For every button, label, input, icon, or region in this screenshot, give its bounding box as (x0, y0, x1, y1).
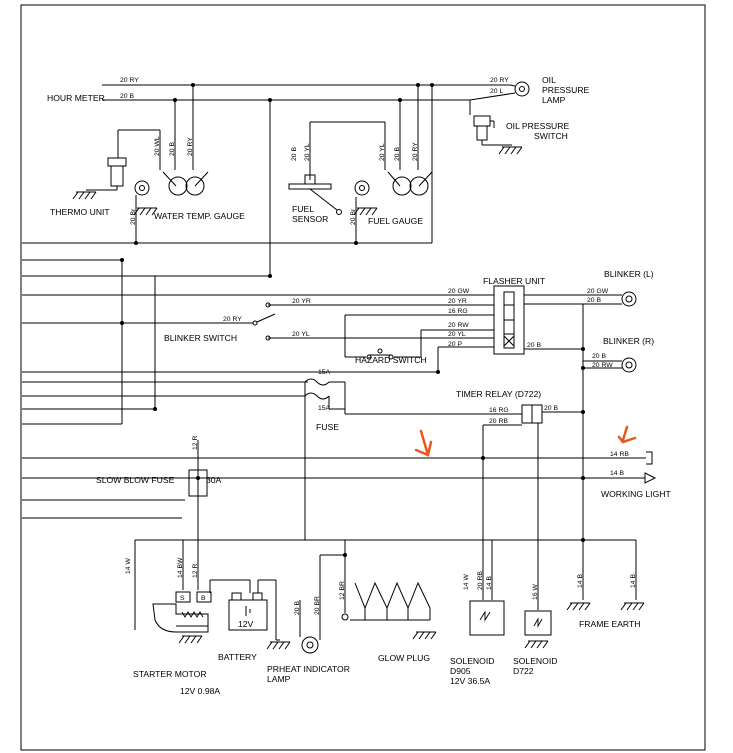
starter-motor-label: STARTER MOTOR (133, 669, 207, 679)
wire-label: 20 BR (314, 596, 321, 615)
solenoid-d905-label-1: SOLENOID (450, 656, 494, 666)
wire-label: 16 RG (489, 407, 509, 414)
hour-meter-label: HOUR METER (47, 93, 105, 103)
wire-label: 20 B (294, 601, 301, 615)
wire-label: 14 BW (177, 557, 184, 578)
wire-label: 14 B (630, 574, 637, 588)
wire-label: 14 RB (610, 451, 629, 458)
preheat-lamp-label-1: PRHEAT INDICATOR (267, 664, 350, 674)
solenoid-symbols (469, 600, 645, 649)
oil-pressure-switch-label-1: OIL PRESSURE (506, 121, 569, 131)
wire-label: 20 B (527, 342, 541, 349)
wire-label: 20 P (448, 341, 462, 348)
wire-label: 14 W (463, 574, 470, 590)
wire-label: 16 RG (448, 308, 468, 315)
blinker-l-label: BLINKER (L) (604, 269, 654, 279)
fuel-sensor-label-2: SENSOR (292, 214, 328, 224)
wire-labels: 20 RY 20 B 20 RY 20 L 20 GW 20 YR 16 RG … (120, 77, 629, 477)
battery-symbol (228, 592, 291, 650)
wire-label: 20 Br (130, 208, 137, 225)
wire-label: 14 B (486, 576, 493, 590)
fuse-label: FUSE (316, 422, 339, 432)
wire-label: 20 GW (587, 288, 609, 295)
wire-label: 20 RY (412, 142, 419, 161)
component-labels: HOUR METER OIL PRESSURE LAMP OIL PRESSUR… (47, 75, 671, 696)
water-temp-gauge-label: WATER TEMP. GAUGE (154, 211, 245, 221)
fuel-gauge-label: FUEL GAUGE (368, 216, 423, 226)
fuse-rating-2: 15A (318, 405, 331, 412)
wire-label: 20 B (169, 142, 176, 156)
wire-label: 20 YL (379, 143, 386, 161)
wire-label: 20 Br (350, 208, 357, 225)
blinker-circuit (22, 260, 637, 540)
fuel-sensor-label-1: FUEL (292, 204, 314, 214)
wire-label: 14 B (577, 574, 584, 588)
oil-pressure-switch-label-2: SWITCH (534, 131, 568, 141)
lower-feed (22, 440, 657, 640)
slow-blow-fuse-label: SLOW BLOW FUSE (96, 475, 175, 485)
wire-label: 20 RB (477, 571, 484, 590)
wire-label: 20 B (587, 297, 601, 304)
wire-label: 20 GW (448, 288, 470, 295)
annotation-markers (414, 425, 637, 457)
wire-label: 14 W (125, 558, 132, 574)
terminal-s-label: S (180, 595, 185, 602)
solenoid-d905-label-3: 12V 36.5A (450, 676, 490, 686)
page-frame (20, 4, 706, 751)
battery-label: BATTERY (218, 652, 257, 662)
wire-label: 20 L (490, 88, 503, 95)
thermo-unit-label: THERMO UNIT (50, 207, 110, 217)
wire-label: 20 RY (490, 77, 509, 84)
wire-label: 20 YR (292, 298, 311, 305)
wire-label: 20 B (394, 147, 401, 161)
hazard-switch-label: HAZARD SWITCH (355, 355, 427, 365)
blinker-r-label: BLINKER (R) (603, 336, 654, 346)
wire-label: 20 WL (154, 136, 161, 156)
oil-pressure-lamp-label-3: LAMP (542, 95, 566, 105)
timer-relay-label: TIMER RELAY (D722) (456, 389, 541, 399)
wire-label: 20 RW (592, 362, 613, 369)
terminal-b-label: B (201, 595, 206, 602)
frame-earth-label: FRAME EARTH (579, 619, 640, 629)
wire-label: 20 YL (304, 143, 311, 161)
battery-voltage-label: 12V (238, 619, 254, 629)
wire-label: 20 B (120, 93, 134, 100)
oil-pressure-lamp-label-1: OIL (542, 75, 556, 85)
solenoid-d905-label-2: D905 (450, 666, 471, 676)
working-light-label: WORKING LIGHT (601, 489, 671, 499)
wire-label: 20 RY (223, 316, 242, 323)
flasher-unit-label: FLASHER UNIT (483, 276, 546, 286)
vertical-wire-labels: 20 WL 20 B 20 RY 20 Br 20 B 20 YL 20 Br … (125, 136, 637, 615)
preheat-lamp-symbol (299, 600, 321, 654)
starter-spec-label: 12V 0.98A (180, 686, 220, 696)
wire-label: 20 YL (292, 331, 310, 338)
wire-label: 12 BR (339, 581, 346, 600)
wire-label: 20 RY (120, 77, 139, 84)
wire-label: 20 YL (448, 331, 466, 338)
blinker-switch-label: BLINKER SWITCH (164, 333, 237, 343)
wire-label: 14 B (610, 470, 624, 477)
wire-label: 20 RW (448, 322, 469, 329)
gauge-circuit (22, 81, 530, 278)
wire-label: 20 YR (448, 298, 467, 305)
glow-plug-label: GLOW PLUG (378, 653, 430, 663)
oil-pressure-lamp-label-2: PRESSURE (542, 85, 590, 95)
wire-label: 20 B (291, 147, 298, 161)
fuse-rating-1: 15A (318, 369, 331, 376)
wire-label: 16 W (532, 584, 539, 600)
glow-plug-symbol (350, 581, 437, 640)
wire-label: 12 R (192, 436, 199, 450)
wire-label: 20 RB (489, 418, 508, 425)
wire-label: 20 B (544, 405, 558, 412)
solenoid-d722-label-1: SOLENOID (513, 656, 557, 666)
wire-label: 20 B (592, 353, 606, 360)
preheat-lamp-label-2: LAMP (267, 674, 291, 684)
slow-blow-fuse-rating: 30A (206, 475, 222, 485)
starter-motor-symbol (152, 591, 212, 644)
wire-label: 20 RY (187, 137, 194, 156)
wire-label: 12 R (192, 564, 199, 578)
solenoid-d722-label-2: D722 (513, 666, 534, 676)
